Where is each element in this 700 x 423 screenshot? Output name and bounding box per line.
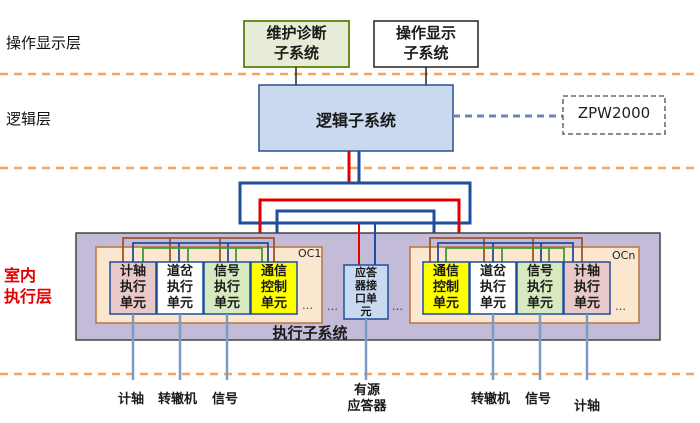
oc-right-unit-signal-line2: 执行	[526, 280, 553, 295]
responder-label-line1: 应答	[355, 266, 377, 279]
oc-left-unit-switch-line3: 单元	[166, 296, 193, 311]
ocn-switch-unit	[469, 261, 517, 315]
oc1-signal-unit	[203, 261, 251, 315]
display-label-line2: 子系统	[403, 44, 449, 62]
oc-left-label: OC1	[298, 247, 322, 260]
oc-left-unit-switch-line2: 执行	[166, 280, 193, 295]
device-center-line2: 应答器	[347, 399, 387, 414]
layer-label-indoor-line1: 室内	[4, 266, 37, 285]
oc-right-unit-axle-line3: 单元	[573, 296, 600, 311]
oc-left-unit-label-switch: 道岔执行单元	[157, 264, 203, 312]
ocn-signal-unit	[516, 261, 564, 315]
oc-right-unit-label-signal: 信号执行单元	[517, 264, 563, 312]
exec-subsystem-label: 执行子系统	[272, 324, 348, 342]
layer-label-indoor-line2: 执行层	[4, 287, 53, 306]
responder-label-line2: 器接	[355, 279, 377, 292]
display-label: 操作显示 子系统	[374, 23, 478, 63]
oc-left-unit-axle-line1: 计轴	[119, 264, 146, 279]
device-lines	[131, 314, 589, 380]
device-right-switch: 转辙机	[471, 392, 511, 407]
layer-label-logic: 逻辑层	[6, 110, 52, 128]
oc-right-unit-switch-line1: 道岔	[479, 264, 506, 279]
device-center-responder: 有源 应答器	[340, 383, 394, 415]
responder-label-line4: 元	[360, 305, 372, 318]
oc-left-unit-axle-line2: 执行	[119, 280, 146, 295]
logic-label: 逻辑子系统	[315, 111, 396, 130]
responder-label: 应答 器接 口单 元	[344, 266, 388, 318]
mid-ellipsis-left: …	[327, 300, 338, 313]
device-left-axle: 计轴	[118, 392, 145, 407]
device-right-signal: 信号	[525, 392, 552, 407]
oc-right-unit-signal-line3: 单元	[526, 296, 553, 311]
display-box	[373, 20, 479, 68]
oc-left-ellipsis: …	[302, 299, 313, 312]
device-right-axle: 计轴	[574, 399, 601, 414]
maintenance-label-line2: 子系统	[273, 44, 319, 62]
oc-left-unit-label-axle: 计轴执行单元	[110, 264, 156, 312]
oc-left-unit-axle-line3: 单元	[119, 296, 146, 311]
bus-blue-ring	[275, 209, 436, 247]
oc-left-unit-comm-line3: 单元	[260, 296, 287, 311]
oc-right-unit-comm-line1: 通信	[432, 264, 459, 279]
display-label-line1: 操作显示	[395, 24, 456, 42]
bus-red-ring	[258, 198, 461, 247]
oc-left-unit-signal-line1: 信号	[213, 264, 240, 279]
maintenance-label-line1: 维护诊断	[266, 24, 327, 42]
oc-left-unit-signal-line2: 执行	[213, 280, 240, 295]
oc-right-ellipsis: …	[615, 300, 626, 313]
device-center-line1: 有源	[353, 383, 380, 398]
oc-right-unit-signal-line1: 信号	[526, 264, 553, 279]
oc-right-unit-axle-line1: 计轴	[573, 264, 600, 279]
oc-right-unit-switch-line2: 执行	[479, 280, 506, 295]
oc-right-label: OCn	[612, 249, 636, 262]
oc-right-unit-label-axle: 计轴执行单元	[564, 264, 610, 312]
maintenance-box	[243, 20, 350, 68]
oc-left-unit-comm-line2: 控制	[260, 280, 287, 295]
oc-left-unit-signal-line3: 单元	[213, 296, 240, 311]
oc-right-unit-switch-line3: 单元	[479, 296, 506, 311]
oc-left-wires	[122, 237, 275, 262]
oc1-comm-unit	[250, 261, 298, 315]
oc-right-unit-label-switch: 道岔执行单元	[470, 264, 516, 312]
maintenance-label: 维护诊断 子系统	[244, 23, 349, 63]
oc-left-unit-label-comm: 通信控制单元	[251, 264, 297, 312]
device-left-switch: 转辙机	[158, 392, 198, 407]
responder-label-line3: 口单	[355, 292, 377, 305]
oc-left-unit-comm-line1: 通信	[260, 264, 287, 279]
zpw-box	[562, 95, 666, 135]
ocn-comm-unit	[422, 261, 470, 315]
oc-left-unit-label-signal: 信号执行单元	[204, 264, 250, 312]
oc-right-wires	[429, 237, 583, 262]
oc-right-unit-comm-line2: 控制	[432, 280, 459, 295]
responder-unit	[343, 264, 389, 320]
layer-label-display: 操作显示层	[6, 34, 82, 52]
device-left-signal: 信号	[212, 392, 239, 407]
oc-right-unit-label-comm: 通信控制单元	[423, 264, 469, 312]
oc-right-unit-axle-line2: 执行	[573, 280, 600, 295]
mid-ellipsis-right: …	[392, 300, 403, 313]
oc-left-unit-switch-line1: 道岔	[166, 264, 193, 279]
oc-right-unit-comm-line3: 单元	[432, 296, 459, 311]
logic-box	[258, 84, 454, 152]
oc1-axle-unit	[109, 261, 157, 315]
layer-label-indoor: 室内 执行层	[4, 265, 52, 307]
zpw-label: ZPW2000	[577, 104, 651, 122]
oc1-switch-unit	[156, 261, 204, 315]
